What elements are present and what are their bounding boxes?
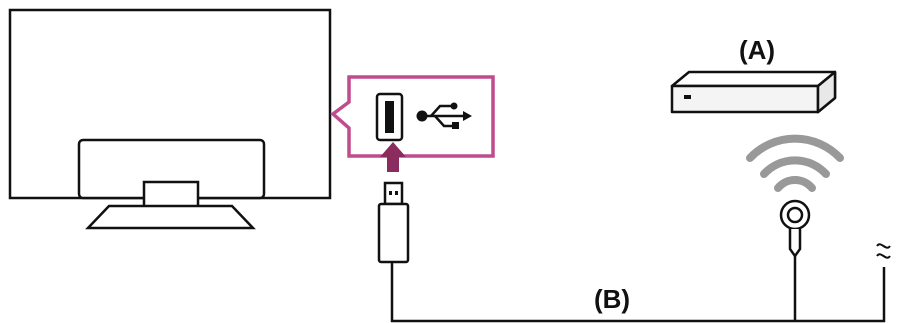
ir-sensor-icon	[779, 199, 811, 259]
usb-stick-body	[377, 202, 410, 264]
ac-power-icon	[876, 243, 891, 259]
tv-stand-base	[85, 204, 256, 230]
set-top-box-icon	[670, 70, 837, 114]
usb-port-icon	[375, 92, 404, 142]
cable-label: (B)	[594, 284, 630, 314]
tv-icon	[8, 8, 332, 230]
callout-bubble	[330, 75, 495, 158]
receiver-label: (A)	[739, 35, 775, 65]
arrow-up-icon	[380, 142, 406, 172]
wifi-signal-icon	[746, 134, 844, 192]
usb-port-callout	[330, 75, 495, 158]
usb-symbol-icon	[416, 102, 472, 129]
usb-stick-icon	[377, 181, 410, 264]
usb-stick-plug	[383, 181, 404, 206]
cable-line	[390, 256, 886, 323]
